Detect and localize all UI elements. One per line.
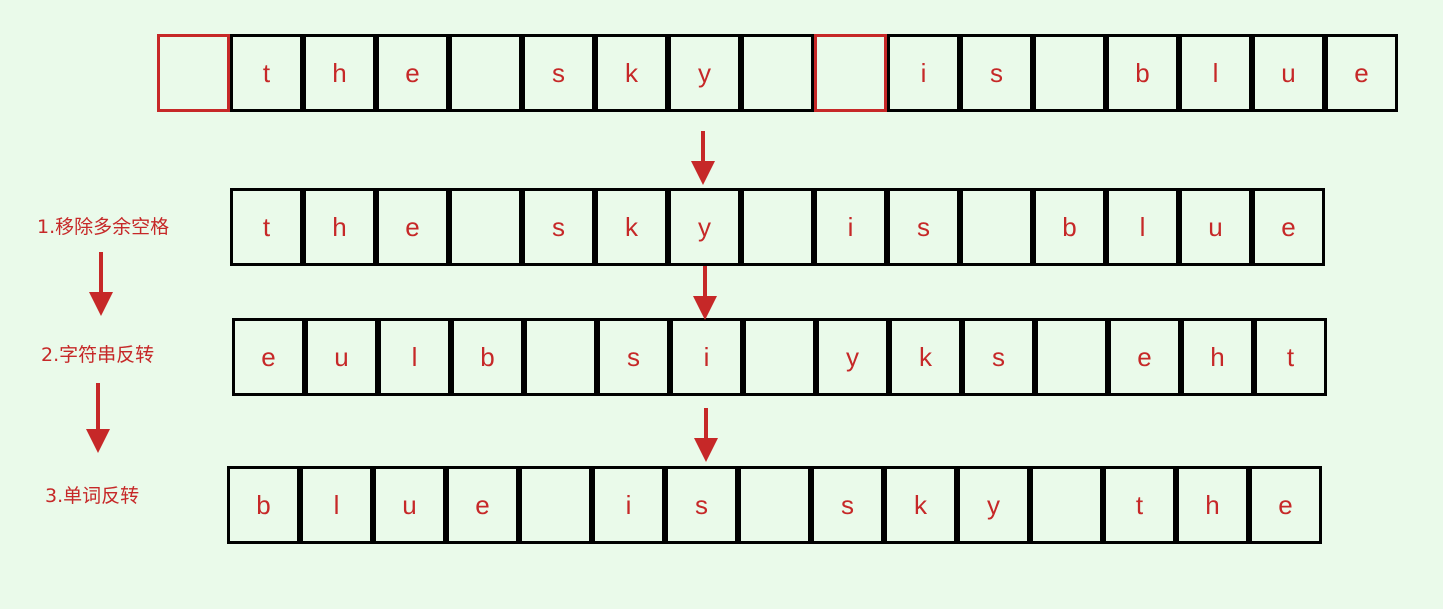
char-cell: s xyxy=(522,34,595,112)
char-cell: e xyxy=(1249,466,1322,544)
char-cell xyxy=(960,188,1033,266)
char-cell: k xyxy=(595,188,668,266)
arrow-down-icon xyxy=(84,383,112,455)
char-cell: t xyxy=(230,34,303,112)
char-cell: k xyxy=(889,318,962,396)
char-cell: i xyxy=(887,34,960,112)
char-cell xyxy=(741,34,814,112)
char-cell xyxy=(1033,34,1106,112)
char-cell: t xyxy=(1103,466,1176,544)
char-cell: l xyxy=(1179,34,1252,112)
char-cell xyxy=(519,466,592,544)
char-cell: b xyxy=(1106,34,1179,112)
arrow-down-icon xyxy=(691,266,719,322)
char-cell: s xyxy=(887,188,960,266)
char-cell xyxy=(738,466,811,544)
char-cell: b xyxy=(1033,188,1106,266)
char-cell: k xyxy=(595,34,668,112)
arrow-down-icon xyxy=(87,252,115,318)
char-cell: l xyxy=(1106,188,1179,266)
char-cell xyxy=(449,188,522,266)
char-cell: b xyxy=(227,466,300,544)
char-cell: e xyxy=(1252,188,1325,266)
char-cell: e xyxy=(1325,34,1398,112)
step-3-label: 3.单词反转 xyxy=(45,485,140,507)
char-cell: e xyxy=(376,188,449,266)
char-cell xyxy=(449,34,522,112)
char-cell: s xyxy=(597,318,670,396)
char-cell xyxy=(741,188,814,266)
char-cell: t xyxy=(230,188,303,266)
arrow-down-icon xyxy=(692,408,720,464)
char-cell: l xyxy=(378,318,451,396)
step-1-label: 1.移除多余空格 xyxy=(37,216,170,238)
char-cell: e xyxy=(232,318,305,396)
char-cell: y xyxy=(816,318,889,396)
char-cell: s xyxy=(962,318,1035,396)
char-cell: u xyxy=(1252,34,1325,112)
char-cell: s xyxy=(960,34,1033,112)
char-cell: y xyxy=(957,466,1030,544)
highlighted-space-cell xyxy=(814,34,887,112)
char-cell: e xyxy=(376,34,449,112)
char-cell: u xyxy=(305,318,378,396)
char-cell xyxy=(1035,318,1108,396)
char-cell: t xyxy=(1254,318,1327,396)
char-cell: h xyxy=(303,188,376,266)
char-cell: e xyxy=(446,466,519,544)
char-cell: k xyxy=(884,466,957,544)
char-cell: s xyxy=(522,188,595,266)
char-cell: h xyxy=(303,34,376,112)
char-cell xyxy=(743,318,816,396)
char-cell: i xyxy=(592,466,665,544)
char-cell: s xyxy=(811,466,884,544)
char-cell: u xyxy=(373,466,446,544)
arrow-down-icon xyxy=(689,131,717,187)
char-cell: i xyxy=(814,188,887,266)
step-2-label: 2.字符串反转 xyxy=(41,344,155,366)
char-cell: h xyxy=(1176,466,1249,544)
char-cell: l xyxy=(300,466,373,544)
char-cell: e xyxy=(1108,318,1181,396)
char-cell: u xyxy=(1179,188,1252,266)
char-cell: b xyxy=(451,318,524,396)
char-cell xyxy=(524,318,597,396)
char-cell: h xyxy=(1181,318,1254,396)
char-cell xyxy=(1030,466,1103,544)
char-cell: y xyxy=(668,34,741,112)
highlighted-space-cell xyxy=(157,34,230,112)
char-cell: i xyxy=(670,318,743,396)
char-cell: s xyxy=(665,466,738,544)
char-cell: y xyxy=(668,188,741,266)
